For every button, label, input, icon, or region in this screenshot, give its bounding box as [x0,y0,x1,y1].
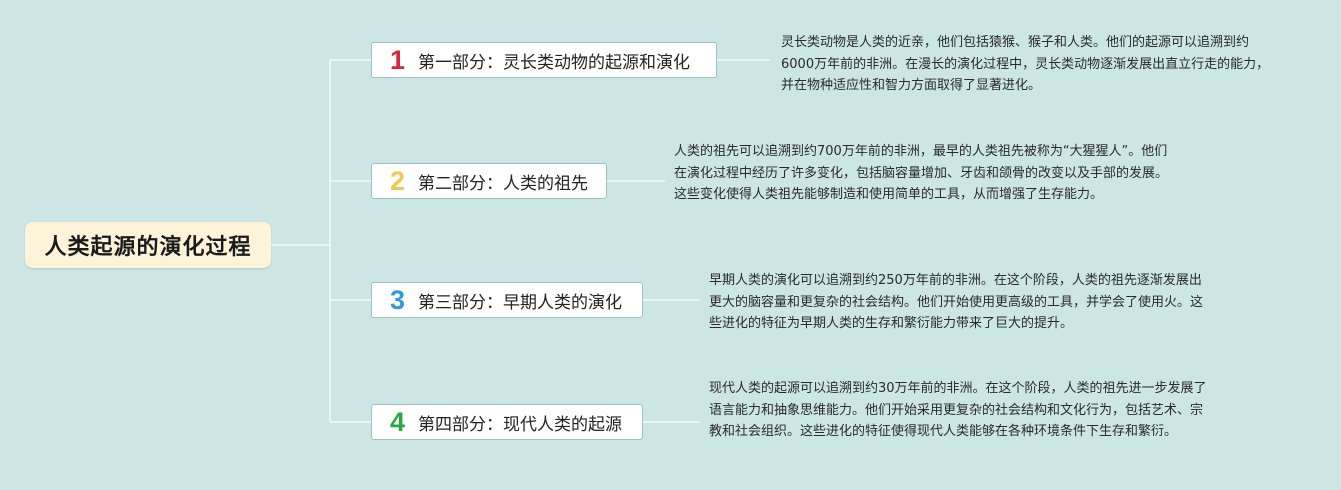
branch-number-2: 2 [390,165,406,196]
branch-label-3: 第三部分：早期人类的演化 [418,292,622,313]
branch-label-1: 第一部分：灵长类动物的起源和演化 [418,52,690,73]
branch-description-2: 人类的祖先可以追溯到约700万年前的非洲，最早的人类祖先被称为“大猩猩人”。他们… [674,144,1169,202]
branch-node-2[interactable]: 2 第二部分：人类的祖先 [371,163,607,199]
branch-node-4[interactable]: 4 第四部分：现代人类的起源 [371,404,643,440]
branch-description-3: 早期人类的演化可以追溯到约250万年前的非洲。在这个阶段，人类的祖先逐渐发展出更… [709,273,1204,331]
branch-description-1: 灵长类动物是人类的近亲，他们包括猿猴、猴子和人类。他们的起源可以追溯到约6000… [781,35,1270,93]
branch-number-1: 1 [390,44,406,75]
branch-number-4: 4 [390,406,406,437]
root-title: 人类起源的演化过程 [44,235,252,260]
root-node[interactable]: 人类起源的演化过程 [25,222,271,268]
branch-description-4: 现代人类的起源可以追溯到约30万年前的非洲。在这个阶段，人类的祖先进一步发展了语… [709,381,1207,439]
branch-label-4: 第四部分：现代人类的起源 [418,414,622,435]
branch-label-2: 第二部分：人类的祖先 [418,173,588,194]
branch-node-3[interactable]: 3 第三部分：早期人类的演化 [371,282,643,318]
branch-node-1[interactable]: 1 第一部分：灵长类动物的起源和演化 [371,42,717,78]
branch-number-3: 3 [390,284,406,315]
